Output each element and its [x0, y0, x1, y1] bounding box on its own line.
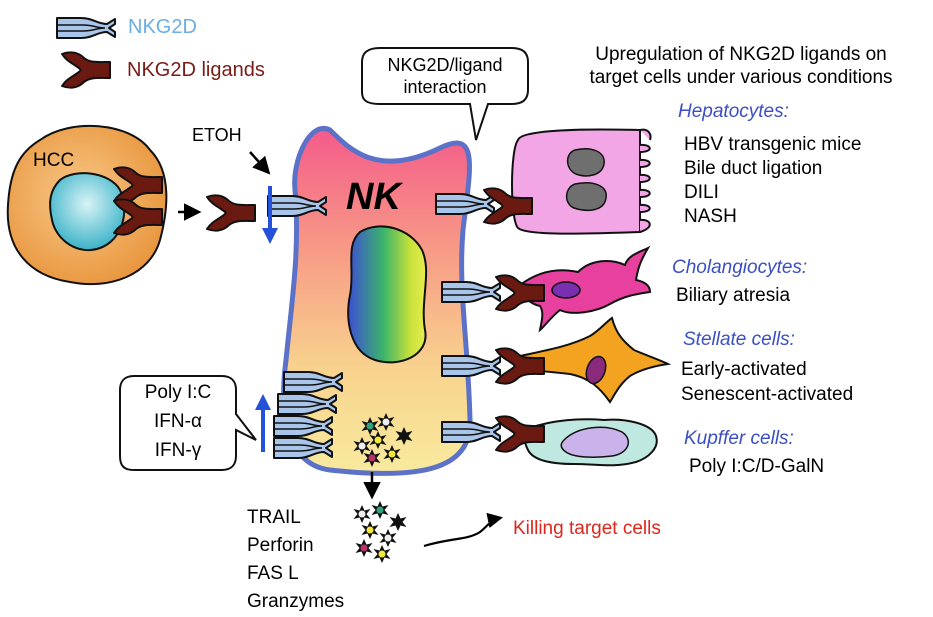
legend: [56, 17, 116, 89]
group-title-kupffer: Kupffer cells:: [684, 428, 794, 449]
nk-label: NK: [346, 176, 401, 218]
condition-poly-ic-dgaln: Poly I:C/D-GalN: [689, 456, 825, 477]
header-line-1: Upregulation of NKG2D ligands on: [595, 44, 887, 65]
legend-ligand-label: NKG2D ligands: [127, 59, 265, 81]
killing-label: Killing target cells: [513, 518, 661, 539]
nkg2d-receptor-icon: [56, 17, 116, 39]
granules-released: [353, 501, 407, 563]
stellate-cell: [519, 316, 672, 404]
hepatocyte-cell: [511, 128, 652, 235]
interaction-bubble: [361, 47, 529, 141]
effector-perforin: Perforin: [247, 535, 314, 556]
group-title-stellate: Stellate cells:: [683, 329, 795, 350]
nk-receptor-icon: [441, 355, 501, 377]
cytokine-line-1: Poly I:C: [144, 382, 212, 403]
condition-biliary-atresia: Biliary atresia: [676, 285, 791, 306]
group-title-cholangiocytes: Cholangiocytes:: [672, 257, 808, 278]
killing-arrow: [423, 512, 504, 548]
header-line-2: target cells under various conditions: [589, 67, 893, 88]
interaction-bubble-line-1: NKG2D/ligand: [387, 55, 503, 75]
condition-nash: NASH: [684, 206, 737, 227]
etoh-label: ETOH: [192, 125, 242, 145]
nkg2d-ligand-icon: [61, 51, 111, 89]
cytokine-line-3: IFN-γ: [154, 440, 202, 461]
interaction-bubble-line-2: interaction: [403, 77, 487, 97]
cytokine-bubble: [119, 375, 257, 471]
hcc-label: HCC: [33, 150, 75, 171]
soluble-ligand-icon: [206, 194, 256, 232]
nk-nucleus: [347, 225, 428, 364]
down-arrow-head: [262, 228, 278, 244]
etoh-arrow: [249, 151, 271, 175]
cytokine-line-2: IFN-α: [154, 411, 202, 432]
up-arrow-head: [255, 394, 271, 410]
hcc-cell: [6, 124, 168, 286]
cholangiocyte-cell: [518, 245, 652, 333]
nk-receptor-icon: [441, 421, 501, 443]
effector-granzymes: Granzymes: [247, 591, 345, 612]
condition-hbv: HBV transgenic mice: [684, 134, 862, 155]
group-title-hepatocytes: Hepatocytes:: [678, 101, 789, 122]
condition-senescent-activated: Senescent-activated: [681, 384, 854, 405]
nk-receptor-icon: [435, 193, 495, 215]
nk-receptor-icon: [441, 281, 501, 303]
condition-early-activated: Early-activated: [681, 359, 807, 380]
condition-bile-duct: Bile duct ligation: [684, 158, 823, 179]
kupffer-cell: [523, 418, 658, 467]
condition-dili: DILI: [684, 182, 719, 203]
effector-trail: TRAIL: [247, 507, 301, 528]
effector-fasl: FAS L: [247, 563, 299, 584]
legend-receptor-label: NKG2D: [128, 16, 197, 38]
